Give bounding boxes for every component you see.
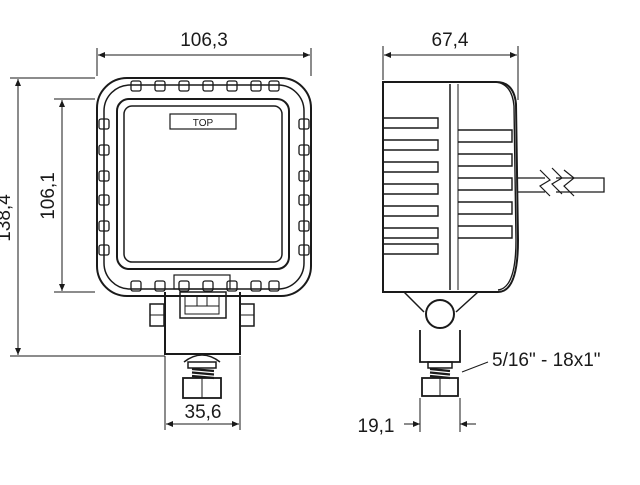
fin-left (383, 227, 439, 239)
bracket-window-right (206, 295, 220, 307)
led-bead (298, 194, 310, 206)
led-bead (98, 194, 110, 206)
front-bottom-plate (173, 274, 231, 290)
fin-left (383, 117, 439, 129)
side-washer (427, 361, 453, 369)
hinge-knob (425, 299, 455, 329)
fin-left (383, 183, 439, 195)
led-bead (298, 144, 310, 156)
led-bead (298, 244, 310, 256)
led-bead (178, 280, 190, 292)
label-side-depth: 67,4 (432, 30, 469, 51)
led-bead (202, 280, 214, 292)
side-spring-coils (429, 367, 451, 380)
led-bead (298, 170, 310, 182)
led-bead (298, 220, 310, 232)
led-bead (98, 170, 110, 182)
spring-coil (429, 367, 451, 373)
fin-left (383, 205, 439, 217)
led-bead (154, 80, 166, 92)
label-bolt-offset: 19,1 (358, 416, 395, 437)
fin-right (458, 201, 513, 215)
side-bracket (403, 291, 479, 313)
led-bead (250, 280, 262, 292)
mount-bracket-inner (179, 291, 227, 319)
top-label-box (169, 113, 237, 130)
cable (518, 177, 605, 193)
led-bead (98, 244, 110, 256)
spring-coil (429, 371, 451, 376)
side-stem (419, 330, 461, 363)
side-view (382, 81, 605, 397)
fin-left (383, 243, 439, 255)
label-total-height: 138,4 (0, 194, 15, 242)
led-bead (250, 80, 262, 92)
bracket-window-left (184, 295, 198, 307)
spring-coil (191, 367, 215, 373)
led-bead (130, 80, 142, 92)
lens-frame (116, 98, 290, 270)
led-bead (268, 280, 280, 292)
led-bead (268, 80, 280, 92)
mount-bracket (164, 292, 241, 355)
label-front-inner-height: 106,1 (38, 172, 59, 220)
label-bracket-width: 35,6 (185, 402, 222, 423)
led-bead (130, 280, 142, 292)
lens (123, 105, 283, 263)
bolt-head-arc (183, 354, 221, 363)
led-bead (226, 280, 238, 292)
cable-break (539, 167, 575, 197)
led-bead (98, 144, 110, 156)
cooling-fins-right (458, 129, 513, 239)
leader-thread-spec (461, 361, 489, 373)
label-top-mark: TOP (193, 118, 214, 129)
led-bead (202, 80, 214, 92)
led-bead (298, 118, 310, 130)
led-beads (98, 80, 310, 292)
led-bead (178, 80, 190, 92)
front-view (96, 77, 312, 399)
fin-right (458, 129, 513, 143)
spring-coils (191, 367, 215, 380)
led-bead (226, 80, 238, 92)
led-bead (154, 280, 166, 292)
bracket-slot (184, 305, 220, 315)
led-bead (98, 118, 110, 130)
label-thread-spec: 5/16" - 18x1" (492, 350, 601, 371)
front-dimensions (10, 48, 312, 430)
side-body (382, 81, 520, 293)
label-front-width: 106,3 (180, 30, 228, 51)
side-front-face (495, 81, 517, 291)
side-dimensions (382, 46, 519, 432)
washer (187, 361, 217, 369)
fin-right (458, 153, 513, 167)
fin-left (383, 161, 439, 173)
spring-coil (191, 371, 215, 376)
fin-right (458, 177, 513, 191)
front-housing-outer (96, 77, 312, 297)
led-bead (98, 220, 110, 232)
fin-left (383, 139, 439, 151)
cooling-fins-left (383, 117, 439, 255)
fin-right (458, 225, 513, 239)
